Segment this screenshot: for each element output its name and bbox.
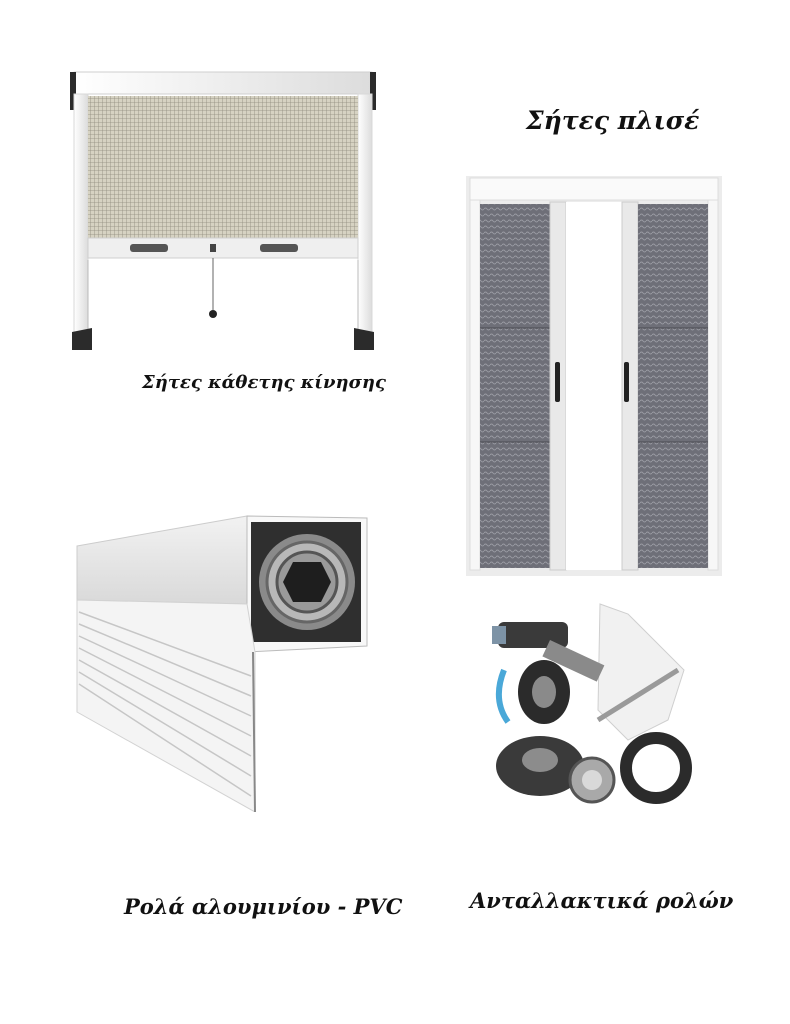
aluminium-pvc-rollers-caption: Ρολά αλουμινίου - PVC bbox=[124, 894, 403, 919]
roller-spare-parts-image bbox=[488, 600, 720, 810]
roller-spare-parts-caption: Ανταλλακτικά ρολών bbox=[470, 888, 734, 913]
pleated-screen-image bbox=[466, 176, 722, 576]
vertical-screen-caption: Σήτες κάθετης κίνησης bbox=[142, 372, 386, 393]
pleated-screen-caption: Σήτες πλισέ bbox=[526, 106, 700, 135]
roller-shutter-image bbox=[75, 512, 375, 813]
vertical-screen-image bbox=[70, 70, 376, 355]
